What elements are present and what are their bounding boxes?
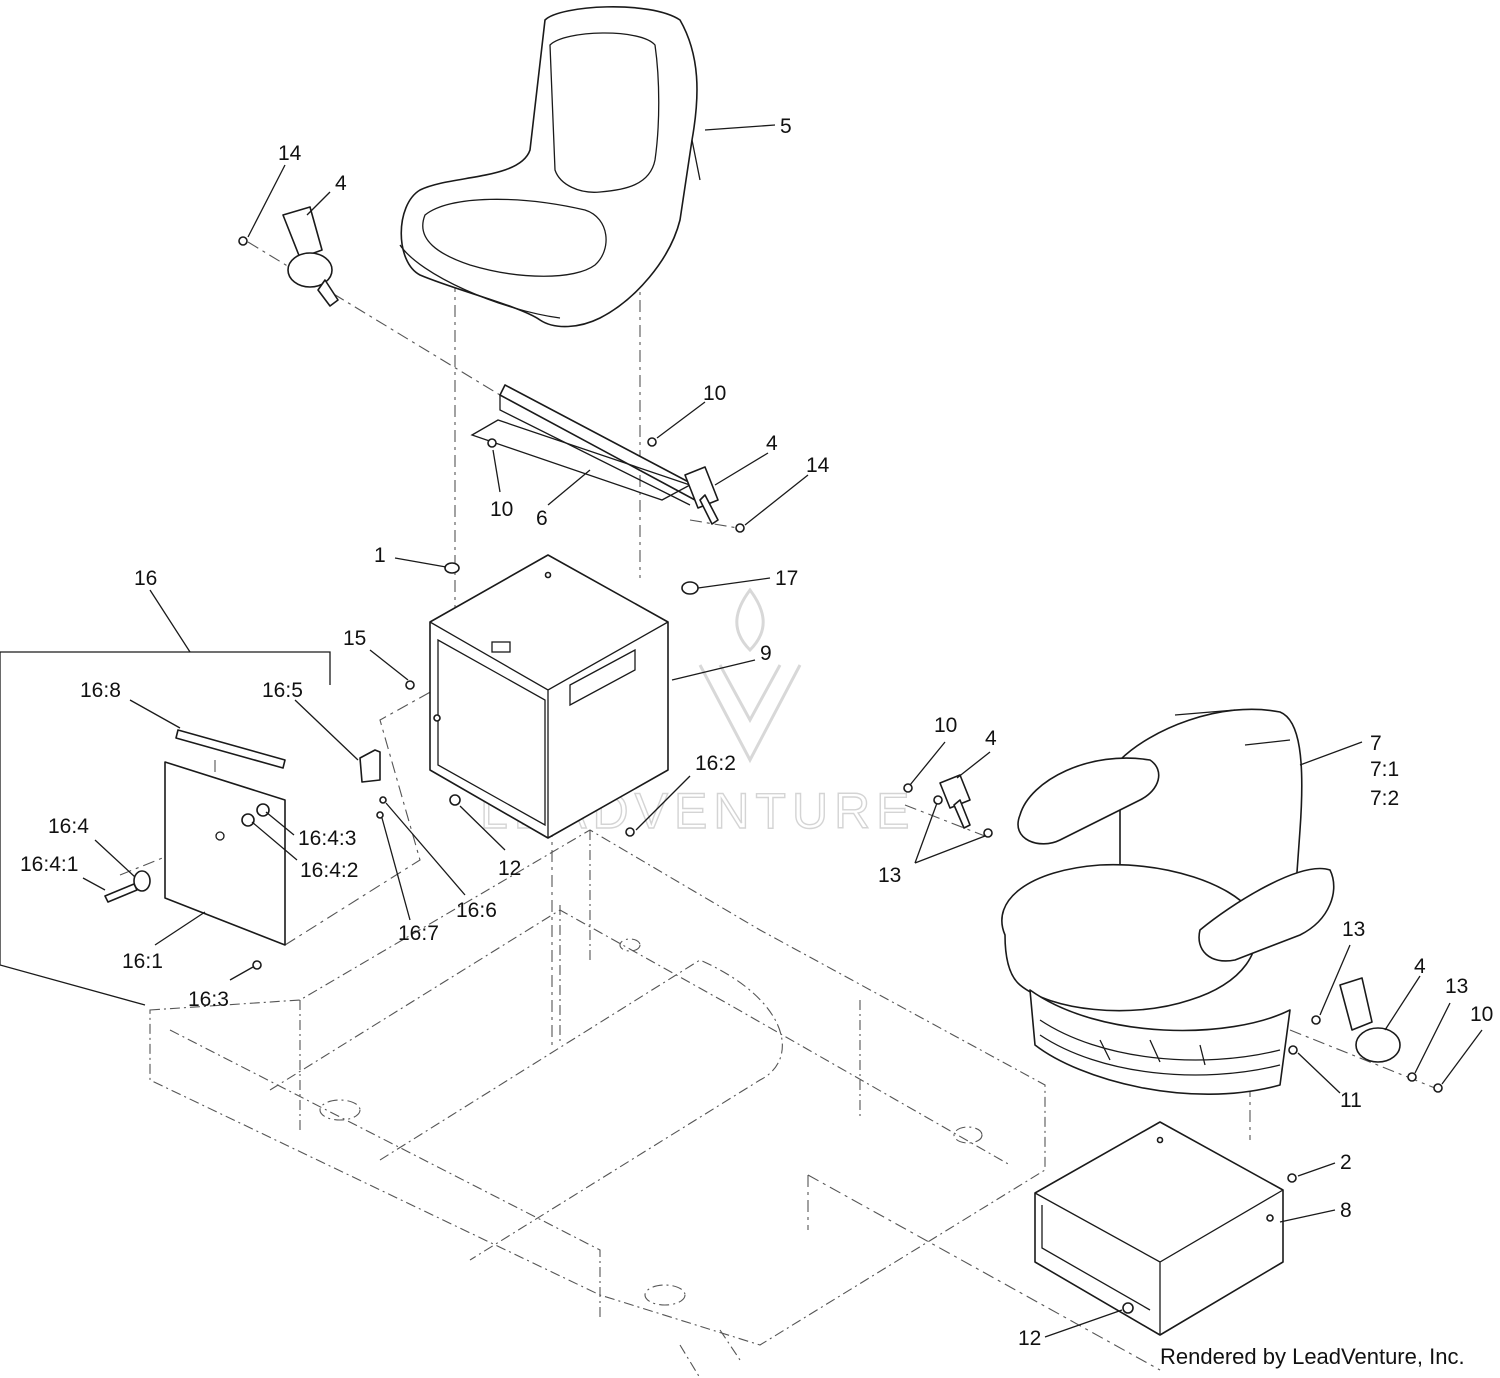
callout-16-2: 16:2 (695, 752, 736, 775)
callout-13-lower-left: 13 (878, 864, 901, 887)
callout-10-bar-left: 10 (490, 498, 513, 521)
leader-lines (82, 124, 1483, 1338)
callout-16-1: 16:1 (122, 950, 163, 973)
callout-9: 9 (760, 642, 772, 665)
screw-15 (405, 680, 415, 690)
grommet-17 (681, 581, 699, 595)
suspension-seat (1001, 708, 1335, 1095)
callout-13-far-right: 13 (1445, 975, 1468, 998)
plate-16-1 (164, 761, 286, 946)
seat-mount-bar (470, 384, 701, 506)
seat-belt-retractor-lower (1311, 977, 1443, 1093)
seat-box-lower (1034, 1121, 1284, 1336)
washer-1 (444, 562, 460, 574)
callout-10-bar-right: 10 (703, 382, 726, 405)
callout-16-7: 16:7 (398, 922, 439, 945)
lock-16-4 (104, 870, 151, 903)
washer-16-4-3 (256, 803, 270, 817)
callout-16-4-2: 16:4:2 (300, 859, 358, 882)
seat-belt-retractor-upper-left (238, 206, 339, 307)
callout-4-lower-right: 4 (1414, 955, 1426, 978)
chassis-frame (149, 829, 1046, 1378)
callout-4-upper-left: 4 (335, 172, 347, 195)
callout-10-lower-left: 10 (934, 714, 957, 737)
seat-box (429, 554, 669, 839)
strip-16-8 (175, 729, 286, 769)
callout-16-6: 16:6 (456, 899, 497, 922)
washer-16-6 (379, 796, 387, 804)
seat-belt-buckle-lower (903, 774, 993, 838)
screw-16-7 (376, 811, 384, 819)
callout-17: 17 (775, 567, 798, 590)
callout-1: 1 (374, 544, 386, 567)
callout-12-upper: 12 (498, 857, 521, 880)
leadventure-logo-icon (698, 587, 802, 764)
seat-belt-buckle-upper (684, 466, 745, 533)
callout-6: 6 (536, 507, 548, 530)
credit-text: Rendered by LeadVenture, Inc. (1160, 1344, 1465, 1369)
seat-upper (399, 6, 701, 328)
callout-16-5: 16:5 (262, 679, 303, 702)
kit-bracket-16 (0, 651, 331, 1006)
callout-5: 5 (780, 115, 792, 138)
callout-16-8: 16:8 (80, 679, 121, 702)
nut-12-upper (449, 794, 461, 806)
callout-4-upper-right: 4 (766, 432, 778, 455)
screw-16-3 (252, 960, 262, 970)
callout-16-4-3: 16:4:3 (298, 827, 356, 850)
callout-11: 11 (1340, 1089, 1362, 1112)
callout-16-3: 16:3 (188, 988, 229, 1011)
callout-2: 2 (1340, 1151, 1352, 1174)
callout-8: 8 (1340, 1199, 1352, 1222)
screw-11 (1288, 1045, 1298, 1055)
callout-13-right: 13 (1342, 918, 1365, 941)
callout-15: 15 (343, 627, 366, 650)
bracket-16-5 (359, 749, 381, 783)
callout-12-lower: 12 (1018, 1327, 1041, 1350)
callout-7-1: 7:1 (1370, 758, 1399, 781)
callout-labels: 5 14 4 10 10 6 4 14 1 17 16 15 9 16:8 16… (20, 115, 1493, 1350)
washer-16-4-2 (241, 813, 255, 827)
callout-16-4-1: 16:4:1 (20, 853, 78, 876)
callout-10-far-right: 10 (1470, 1003, 1493, 1026)
nut-2 (1287, 1173, 1297, 1183)
callout-14-upper-right: 14 (806, 454, 830, 477)
nut-12-lower (1122, 1302, 1134, 1314)
screw-16-2 (625, 827, 635, 837)
callout-14-upper-left: 14 (278, 142, 302, 165)
callout-16-4: 16:4 (48, 815, 89, 838)
callout-16: 16 (134, 567, 157, 590)
callout-7-2: 7:2 (1370, 787, 1399, 810)
callout-7: 7 (1370, 732, 1382, 755)
callout-4-lower-left: 4 (985, 727, 997, 750)
